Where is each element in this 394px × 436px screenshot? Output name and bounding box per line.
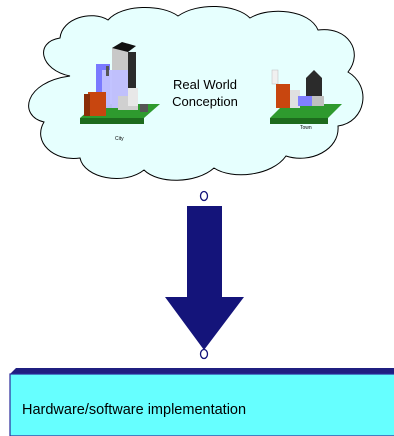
city-icon bbox=[80, 42, 160, 124]
arrow-bottom-connector bbox=[199, 348, 209, 360]
arrow-top-connector bbox=[199, 190, 209, 202]
cloud-title: Real World Conception bbox=[150, 76, 260, 110]
town-label: Town bbox=[300, 125, 312, 131]
cloud-title-line2: Conception bbox=[172, 94, 238, 109]
town-icon bbox=[270, 69, 342, 124]
implementation-label: Hardware/software implementation bbox=[22, 402, 247, 418]
down-arrow bbox=[165, 206, 244, 350]
city-label: City bbox=[115, 136, 124, 142]
cloud-title-line1: Real World bbox=[172, 77, 238, 92]
implementation-box bbox=[9, 368, 394, 436]
